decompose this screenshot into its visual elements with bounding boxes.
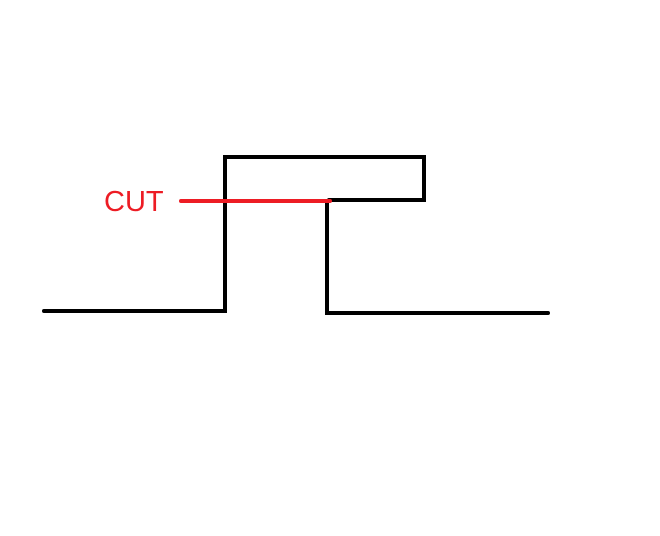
left-baseline-and-post <box>42 155 426 313</box>
right-post-and-baseline <box>325 201 550 315</box>
profile-outline <box>42 155 550 315</box>
cut-label: CUT <box>104 186 164 218</box>
